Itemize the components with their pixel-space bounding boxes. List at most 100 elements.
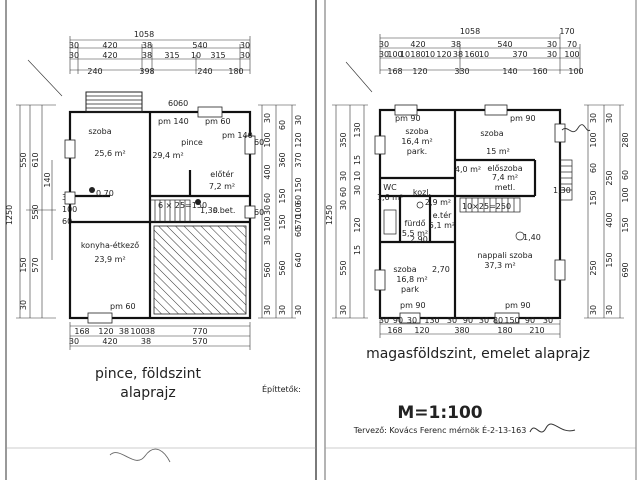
left-top-r2-4: 10 bbox=[191, 51, 201, 60]
left-small-2: 60 bbox=[62, 217, 72, 226]
right-top-r2-2: 10 bbox=[400, 50, 410, 59]
r-room-eloszoba2-area: 7,4 m² bbox=[492, 173, 518, 182]
left-top-r2-6: 30 bbox=[240, 51, 250, 60]
r-room-kozl-area: 2,9 m² bbox=[425, 198, 451, 207]
right-top-r2-5: 120 bbox=[436, 50, 451, 59]
right-diagonal-leader bbox=[345, 61, 373, 93]
rr-c1-3: 150 bbox=[589, 190, 598, 205]
left-hatched-area bbox=[153, 225, 247, 315]
right-left-c1-2: 60 bbox=[339, 187, 348, 197]
right-windows bbox=[374, 104, 566, 324]
left-label-pm60b: pm 60 bbox=[110, 302, 136, 311]
r-bottom-r1-6: 30 bbox=[479, 316, 489, 325]
room-name-eloter: előtér bbox=[210, 169, 234, 179]
left-label-pm140b: pm 140 bbox=[222, 131, 253, 140]
right-stairs bbox=[459, 197, 521, 213]
margin-signature bbox=[561, 124, 591, 133]
right-col1-4: 30 bbox=[263, 205, 272, 215]
r-label-stairs: 10×25=250 bbox=[462, 202, 511, 211]
left-total-height: 1250 bbox=[5, 205, 14, 225]
right-left-c2-5: 15 bbox=[353, 245, 362, 255]
r-label-130: 1,30 bbox=[553, 186, 571, 195]
right-top-r2-0: 30 bbox=[379, 50, 389, 59]
r-room-eloszoba1-area: 4,0 m² bbox=[455, 165, 481, 174]
designer-label: Tervező: Kovács Ferenc mérnök É-2-13-163 bbox=[353, 424, 527, 435]
left-bottom-r1-0: 168 bbox=[74, 327, 89, 336]
left-side-2: 150 bbox=[19, 257, 28, 272]
right-top-r2-10: 30 bbox=[547, 50, 557, 59]
left-side-4: 550 bbox=[31, 204, 40, 219]
right-left-c2-4: 120 bbox=[353, 217, 362, 232]
r-bottom-r1-4: 30 bbox=[447, 316, 457, 325]
left-bottom-r2-1: 420 bbox=[102, 337, 117, 346]
right-col3-7: 60 bbox=[294, 195, 303, 205]
room-area-eloter: 7,2 m² bbox=[209, 182, 235, 191]
left-label-stairs: 6 × 25=150 bbox=[158, 201, 207, 210]
right-col1-6: 30 bbox=[263, 235, 272, 245]
r-room-szoba3-name: szoba bbox=[393, 265, 416, 274]
left-top-r1-2: 38 bbox=[142, 41, 152, 50]
r-room-eloszoba2-name: előszoba bbox=[487, 164, 522, 173]
right-left-c1-0: 350 bbox=[339, 132, 348, 147]
r-bottom-r2-2: 380 bbox=[454, 326, 469, 335]
left-bottom-r2-2: 38 bbox=[141, 337, 151, 346]
left-label-60c: 60 bbox=[254, 138, 264, 147]
right-top-r2-9: 370 bbox=[512, 50, 527, 59]
left-side-3: 570 bbox=[31, 257, 40, 272]
left-side-5: 30 bbox=[19, 300, 28, 310]
r-bottom-r1-1: 90 bbox=[393, 316, 403, 325]
right-left-c1-1: 30 bbox=[339, 171, 348, 181]
right-top-r1-0: 30 bbox=[379, 40, 389, 49]
room-area-szoba: 25,6 m² bbox=[94, 149, 125, 158]
rr-c1-0: 30 bbox=[589, 113, 598, 123]
pencil-scribble bbox=[109, 448, 171, 463]
left-porch-treads bbox=[86, 95, 142, 109]
left-label-60a: 60 bbox=[168, 99, 178, 108]
r-room-eter-area: 5,1 m² bbox=[429, 221, 455, 230]
r-bottom-r2-1: 120 bbox=[414, 326, 429, 335]
left-top-r1-1: 420 bbox=[102, 41, 117, 50]
right-left-c1-3: 30 bbox=[339, 200, 348, 210]
right-top-r3-3: 140 bbox=[502, 67, 517, 76]
r-room-szoba2-area: 15 m² bbox=[486, 147, 510, 156]
right-top-r2-6: 38 bbox=[453, 50, 463, 59]
left-top-r3-3: 180 bbox=[228, 67, 243, 76]
r-room-nappali-area: 37,3 m² bbox=[484, 261, 515, 270]
left-side-1: 610 bbox=[31, 152, 40, 167]
right-top-extra-0: 170 bbox=[559, 27, 574, 36]
left-top-total: 1058 bbox=[134, 30, 154, 39]
left-top-r1-0: 30 bbox=[69, 41, 79, 50]
left-bottom-dimension-lines bbox=[69, 322, 251, 350]
left-bottom-r2-0: 30 bbox=[69, 337, 79, 346]
right-col2-0: 60 bbox=[278, 120, 287, 130]
left-label-60b: 60 bbox=[178, 99, 188, 108]
right-col2-4: 560 bbox=[278, 260, 287, 275]
left-top-r3-1: 398 bbox=[139, 67, 154, 76]
r-bottom-r2-0: 168 bbox=[387, 326, 402, 335]
left-stairs bbox=[149, 199, 191, 223]
right-col1-3: 60 bbox=[263, 193, 272, 203]
left-bottom-r1-4: 38 bbox=[145, 327, 155, 336]
r-bottom-r1-5: 90 bbox=[463, 316, 473, 325]
room-name-pince: pince bbox=[181, 138, 203, 147]
left-top-r2-3: 315 bbox=[164, 51, 179, 60]
left-right-dimension-lines bbox=[258, 104, 296, 319]
left-label-070: 0,70 bbox=[96, 189, 114, 198]
right-top-extra-2: 100 bbox=[568, 67, 583, 76]
right-col1-8: 30 bbox=[263, 305, 272, 315]
r-room-szoba1-extra: park. bbox=[407, 147, 427, 156]
left-top-r1-3: 540 bbox=[192, 41, 207, 50]
right-top-r2-8: 10 bbox=[479, 50, 489, 59]
left-top-r2-2: 38 bbox=[142, 51, 152, 60]
right-top-r1-3: 540 bbox=[497, 40, 512, 49]
right-col1-0: 30 bbox=[263, 113, 272, 123]
bathtub bbox=[383, 209, 397, 235]
r-label-140: 1,40 bbox=[523, 233, 541, 242]
right-plan-title: magasföldszint, emelet alaprajz bbox=[366, 346, 590, 362]
r-room-szoba3-area: 16,8 m² bbox=[396, 275, 427, 284]
r-bottom-r1-3: 130 bbox=[424, 316, 439, 325]
right-col2-5: 30 bbox=[278, 305, 287, 315]
r-bottom-r2-3: 180 bbox=[497, 326, 512, 335]
right-top-total: 1058 bbox=[460, 27, 480, 36]
